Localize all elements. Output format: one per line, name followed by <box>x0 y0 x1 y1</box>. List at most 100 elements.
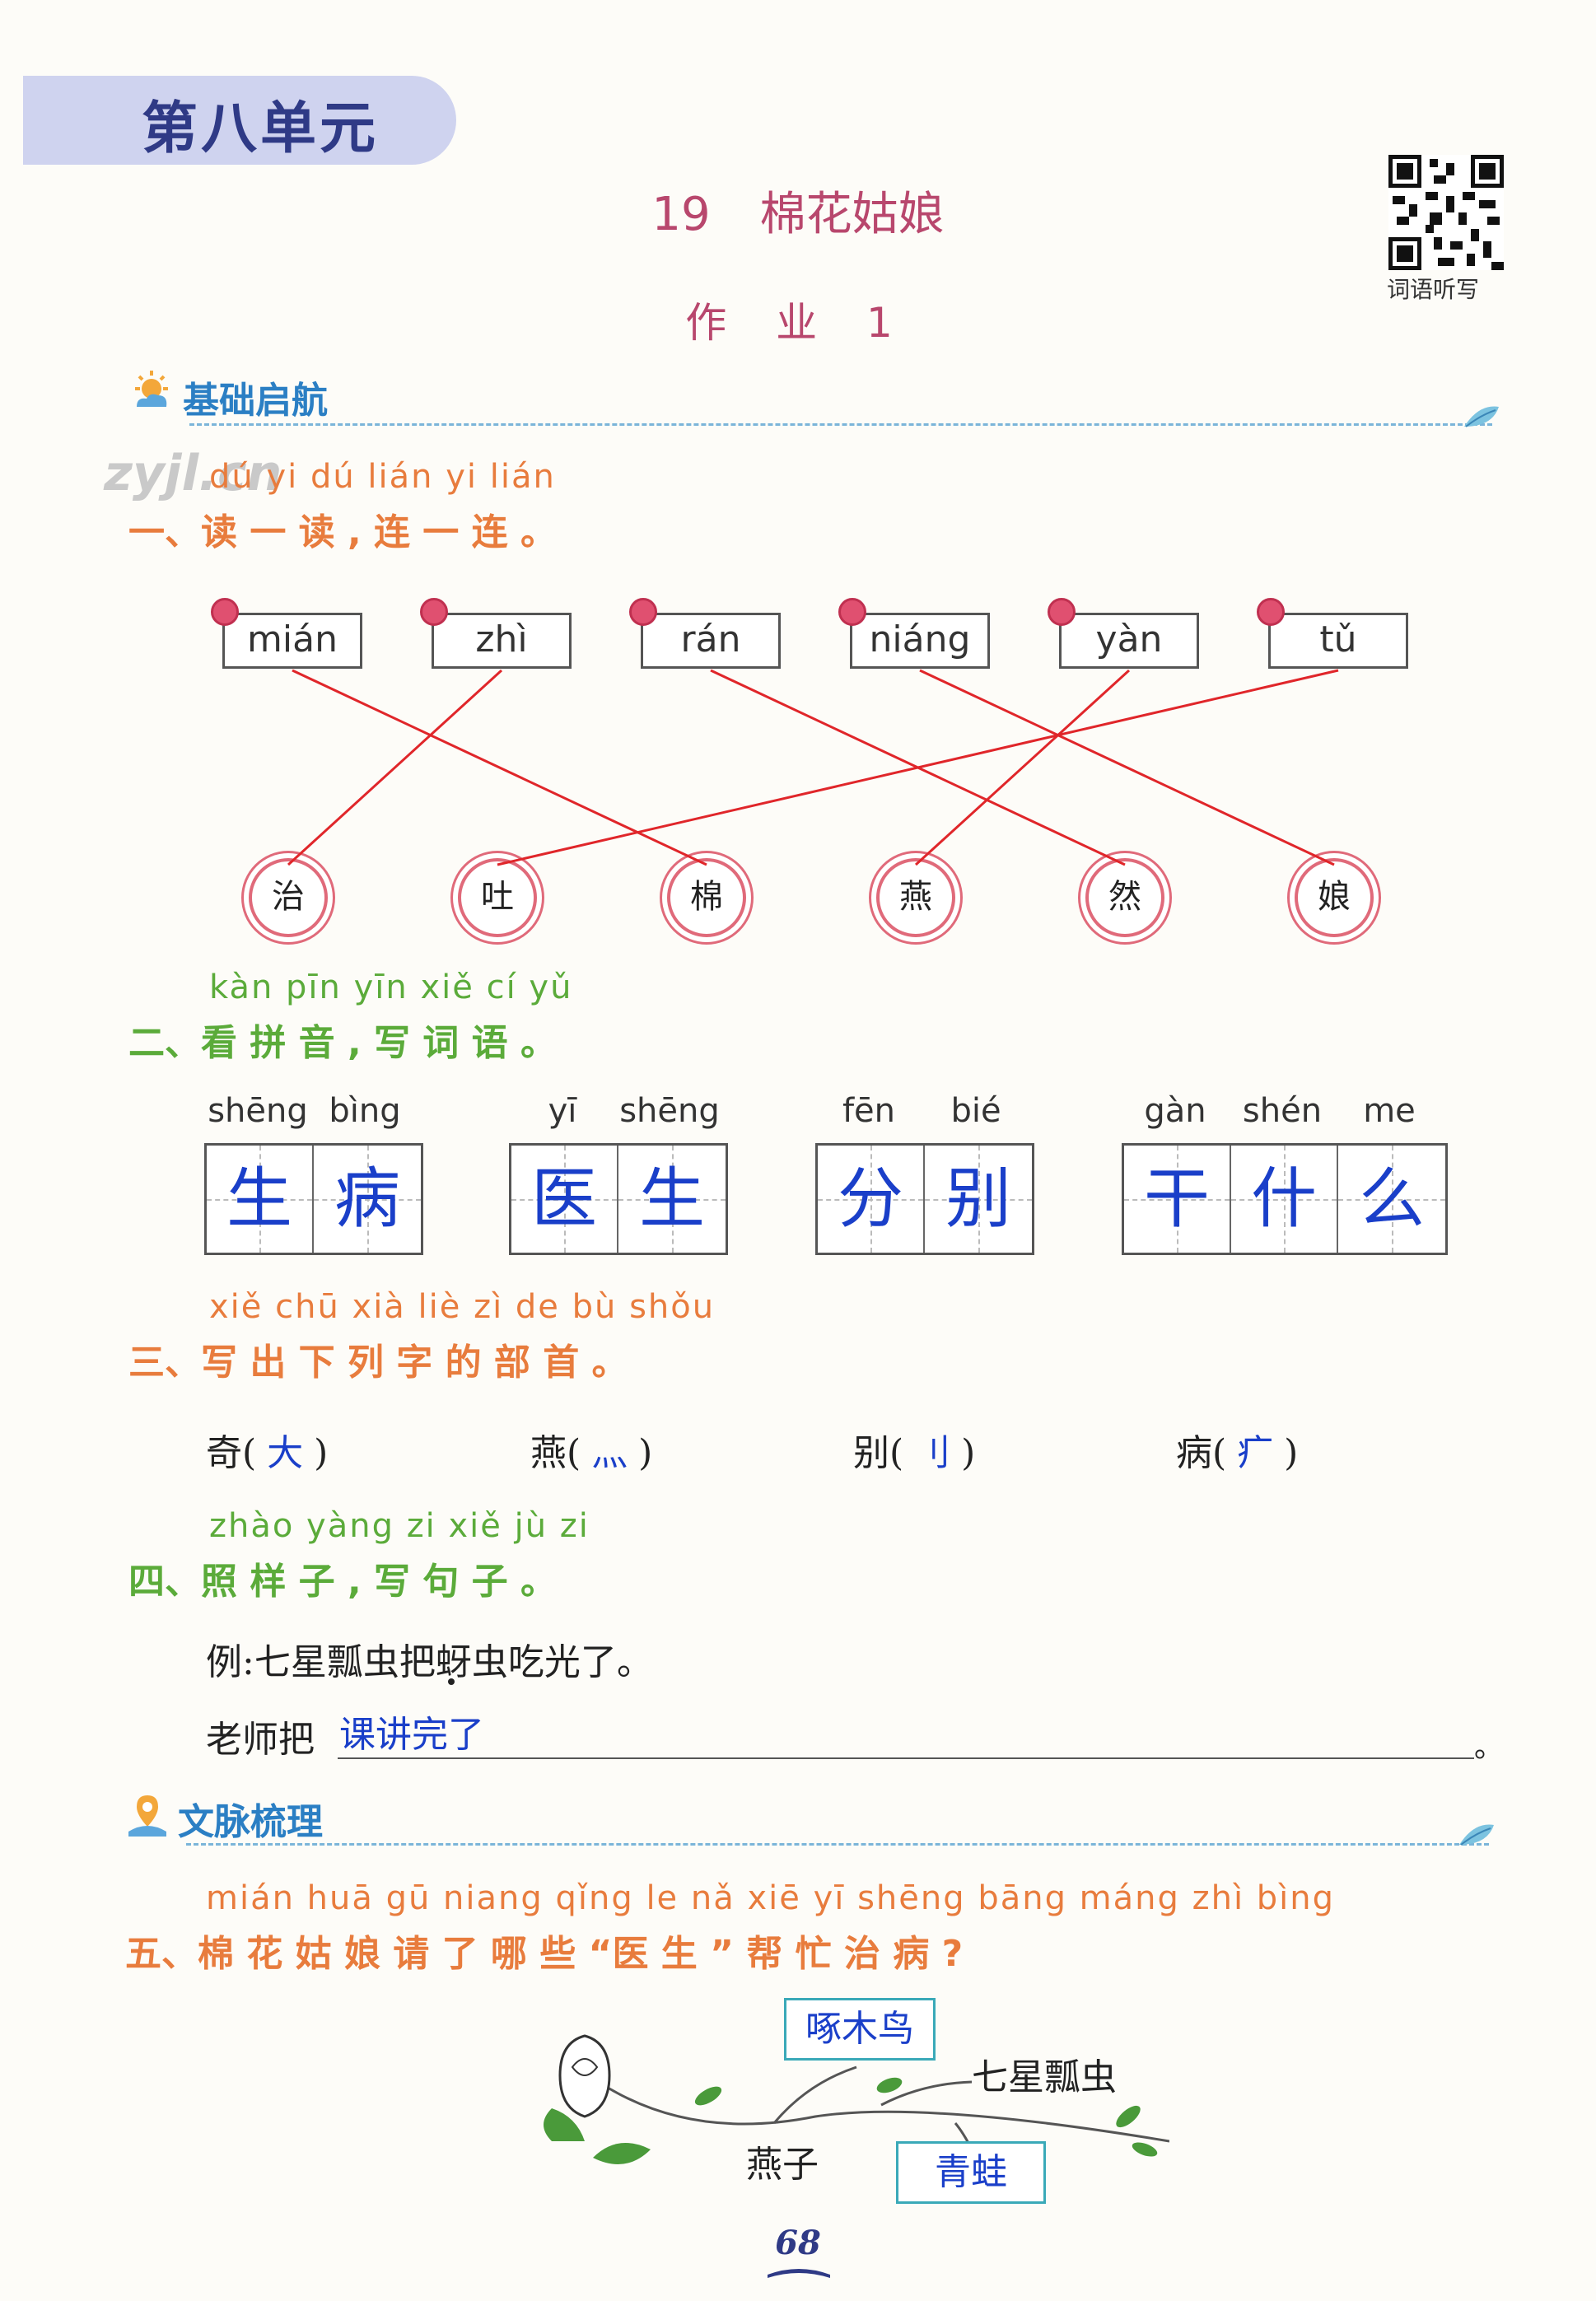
q1-text: 一、读 一 读 , 连 一 连 。 <box>128 511 557 553</box>
q2-word-pinyin: shēng <box>619 1092 720 1130</box>
q4-example-sentence: 七星瓢虫把蚜虫吃光了。 <box>254 1641 653 1683</box>
unit-tab <box>23 76 456 165</box>
q1-pinyin: dú yi dú lián yi lián <box>209 458 556 496</box>
q2-word-pinyin: bié <box>950 1092 1001 1130</box>
rose-icon <box>1048 598 1076 626</box>
leaf-icon-2 <box>1459 1824 1494 1846</box>
q2-grid-cell[interactable]: 医 <box>511 1146 618 1253</box>
q5-label-swallow: 燕子 <box>746 2144 819 2186</box>
q1-pinyin-box[interactable]: rán <box>641 613 781 669</box>
q2-grid-cell[interactable]: 分 <box>818 1146 925 1253</box>
q1-pinyin-box[interactable]: mián <box>222 613 362 669</box>
q2-word-pinyin: gàn <box>1144 1092 1206 1130</box>
q1-char-flower[interactable]: 治 <box>249 858 328 937</box>
section-context-title: 文脉梳理 <box>178 1801 323 1843</box>
q2-word-grid[interactable]: 干什么 <box>1122 1143 1448 1255</box>
section-basic-divider <box>189 423 1492 426</box>
homework-title: 作 业 1 <box>685 299 911 347</box>
paren-close: ) <box>1284 1432 1299 1474</box>
q2-word-pinyin: shén <box>1242 1092 1323 1130</box>
q2-word-pinyin: bìng <box>329 1092 401 1130</box>
q3-char: 病 <box>1176 1432 1212 1474</box>
q2-grid-cell[interactable]: 干 <box>1124 1146 1231 1253</box>
q1-link-line <box>292 669 707 866</box>
paren-open: ( <box>1212 1432 1227 1474</box>
q2-grid-cell[interactable]: 什 <box>1231 1146 1338 1253</box>
q4-example: 例:七星瓢虫把蚜虫吃光了。 <box>206 1632 653 1685</box>
q5-label-ladybug: 七星瓢虫 <box>972 2056 1117 2098</box>
q1-link-line <box>919 669 1335 866</box>
paren-close: ) <box>961 1432 976 1474</box>
q1-link-line <box>914 669 1131 866</box>
section-context-divider <box>186 1843 1489 1846</box>
q2-word-grid[interactable]: 医生 <box>509 1143 728 1255</box>
watermark: zyjl.cn <box>104 445 282 502</box>
qr-caption: 词语听写 <box>1387 276 1480 303</box>
rose-icon <box>211 598 239 626</box>
q3-radical-item: 病(疒) <box>1176 1423 1298 1476</box>
paren-open: ( <box>889 1432 904 1474</box>
q1-pinyin-box[interactable]: yàn <box>1059 613 1199 669</box>
q1-char-flower[interactable]: 棉 <box>667 858 746 937</box>
leaf-icon <box>1464 406 1499 427</box>
paren-open: ( <box>242 1432 257 1474</box>
lesson-number: 19 <box>651 188 711 241</box>
q2-answer-char: 分 <box>838 1160 903 1237</box>
q5-label-frog: 青蛙 <box>896 2141 1046 2204</box>
rose-icon <box>838 598 866 626</box>
paren-open: ( <box>567 1432 581 1474</box>
q2-grid-cell[interactable]: 别 <box>925 1146 1032 1253</box>
q2-pinyin: kàn pīn yīn xiě cí yǔ <box>209 968 573 1006</box>
q2-grid-cell[interactable]: 生 <box>618 1146 726 1253</box>
q1-char-flower[interactable]: 然 <box>1085 858 1164 937</box>
q2-answer-char: 生 <box>639 1160 705 1237</box>
q2-answer-char: 什 <box>1251 1160 1317 1237</box>
q1-char-flower[interactable]: 娘 <box>1295 858 1374 937</box>
qr-code-icon[interactable] <box>1388 155 1504 270</box>
emphasis-dot <box>448 1678 455 1685</box>
q1-char-flower[interactable]: 燕 <box>876 858 955 937</box>
q4-text: 四、照 样 子 , 写 句 子 。 <box>128 1561 557 1603</box>
rose-icon <box>1257 598 1285 626</box>
q2-answer-char: 生 <box>226 1160 292 1237</box>
q1-link-line <box>497 669 1339 866</box>
q3-radical-item: 奇(大) <box>206 1423 328 1476</box>
q5-pinyin: mián huā gū niang qǐng le nǎ xiē yī shēn… <box>206 1879 1336 1917</box>
q4-pinyin: zhào yàng zi xiě jù zi <box>209 1507 590 1545</box>
q3-char: 别 <box>853 1432 889 1474</box>
q2-answer-char: 病 <box>334 1160 400 1237</box>
q4-answer-field[interactable]: 课讲完了 <box>338 1705 1474 1759</box>
q1-pinyin-box[interactable]: niáng <box>850 613 990 669</box>
q4-example-label: 例: <box>206 1641 254 1683</box>
paren-close: ) <box>638 1432 653 1474</box>
q3-answer[interactable]: 疒 <box>1237 1432 1274 1474</box>
lesson-title: 19 棉花姑娘 <box>0 177 1596 244</box>
q1-char-flower[interactable]: 吐 <box>458 858 537 937</box>
q4-end-mark: 。 <box>1474 1730 1505 1764</box>
q3-char: 燕 <box>530 1432 567 1474</box>
q3-answer[interactable]: 刂 <box>914 1432 951 1474</box>
q3-radical-item: 别(刂) <box>853 1423 975 1476</box>
q1-pinyin-box[interactable]: tǔ <box>1268 613 1408 669</box>
q2-word-pinyin: shēng <box>208 1092 308 1130</box>
q2-grid-cell[interactable]: 么 <box>1338 1146 1445 1253</box>
q2-grid-cell[interactable]: 生 <box>207 1146 314 1253</box>
q1-pinyin-box[interactable]: zhì <box>432 613 572 669</box>
q3-char: 奇 <box>206 1432 242 1474</box>
q4-answer: 课讲完了 <box>339 1714 484 1756</box>
q2-word-pinyin: me <box>1363 1092 1416 1130</box>
q2-answer-char: 干 <box>1144 1160 1210 1237</box>
q3-answer[interactable]: 灬 <box>591 1432 628 1474</box>
q2-word-grid[interactable]: 分别 <box>815 1143 1034 1255</box>
page-number: 68 <box>775 2224 821 2262</box>
q3-answer[interactable]: 大 <box>267 1432 304 1474</box>
q3-text: 三、写 出 下 列 字 的 部 首 。 <box>128 1342 628 1384</box>
q2-grid-cell[interactable]: 病 <box>314 1146 421 1253</box>
q2-word-pinyin: yī <box>548 1092 577 1130</box>
q2-answer-char: 医 <box>531 1160 597 1237</box>
q2-text: 二、看 拼 音 , 写 词 语 。 <box>128 1022 557 1064</box>
lesson-name: 棉花姑娘 <box>759 188 945 241</box>
q2-word-grid[interactable]: 生病 <box>204 1143 423 1255</box>
q2-word-pinyin: fēn <box>842 1092 896 1130</box>
q2-answer-char: 么 <box>1359 1160 1425 1237</box>
